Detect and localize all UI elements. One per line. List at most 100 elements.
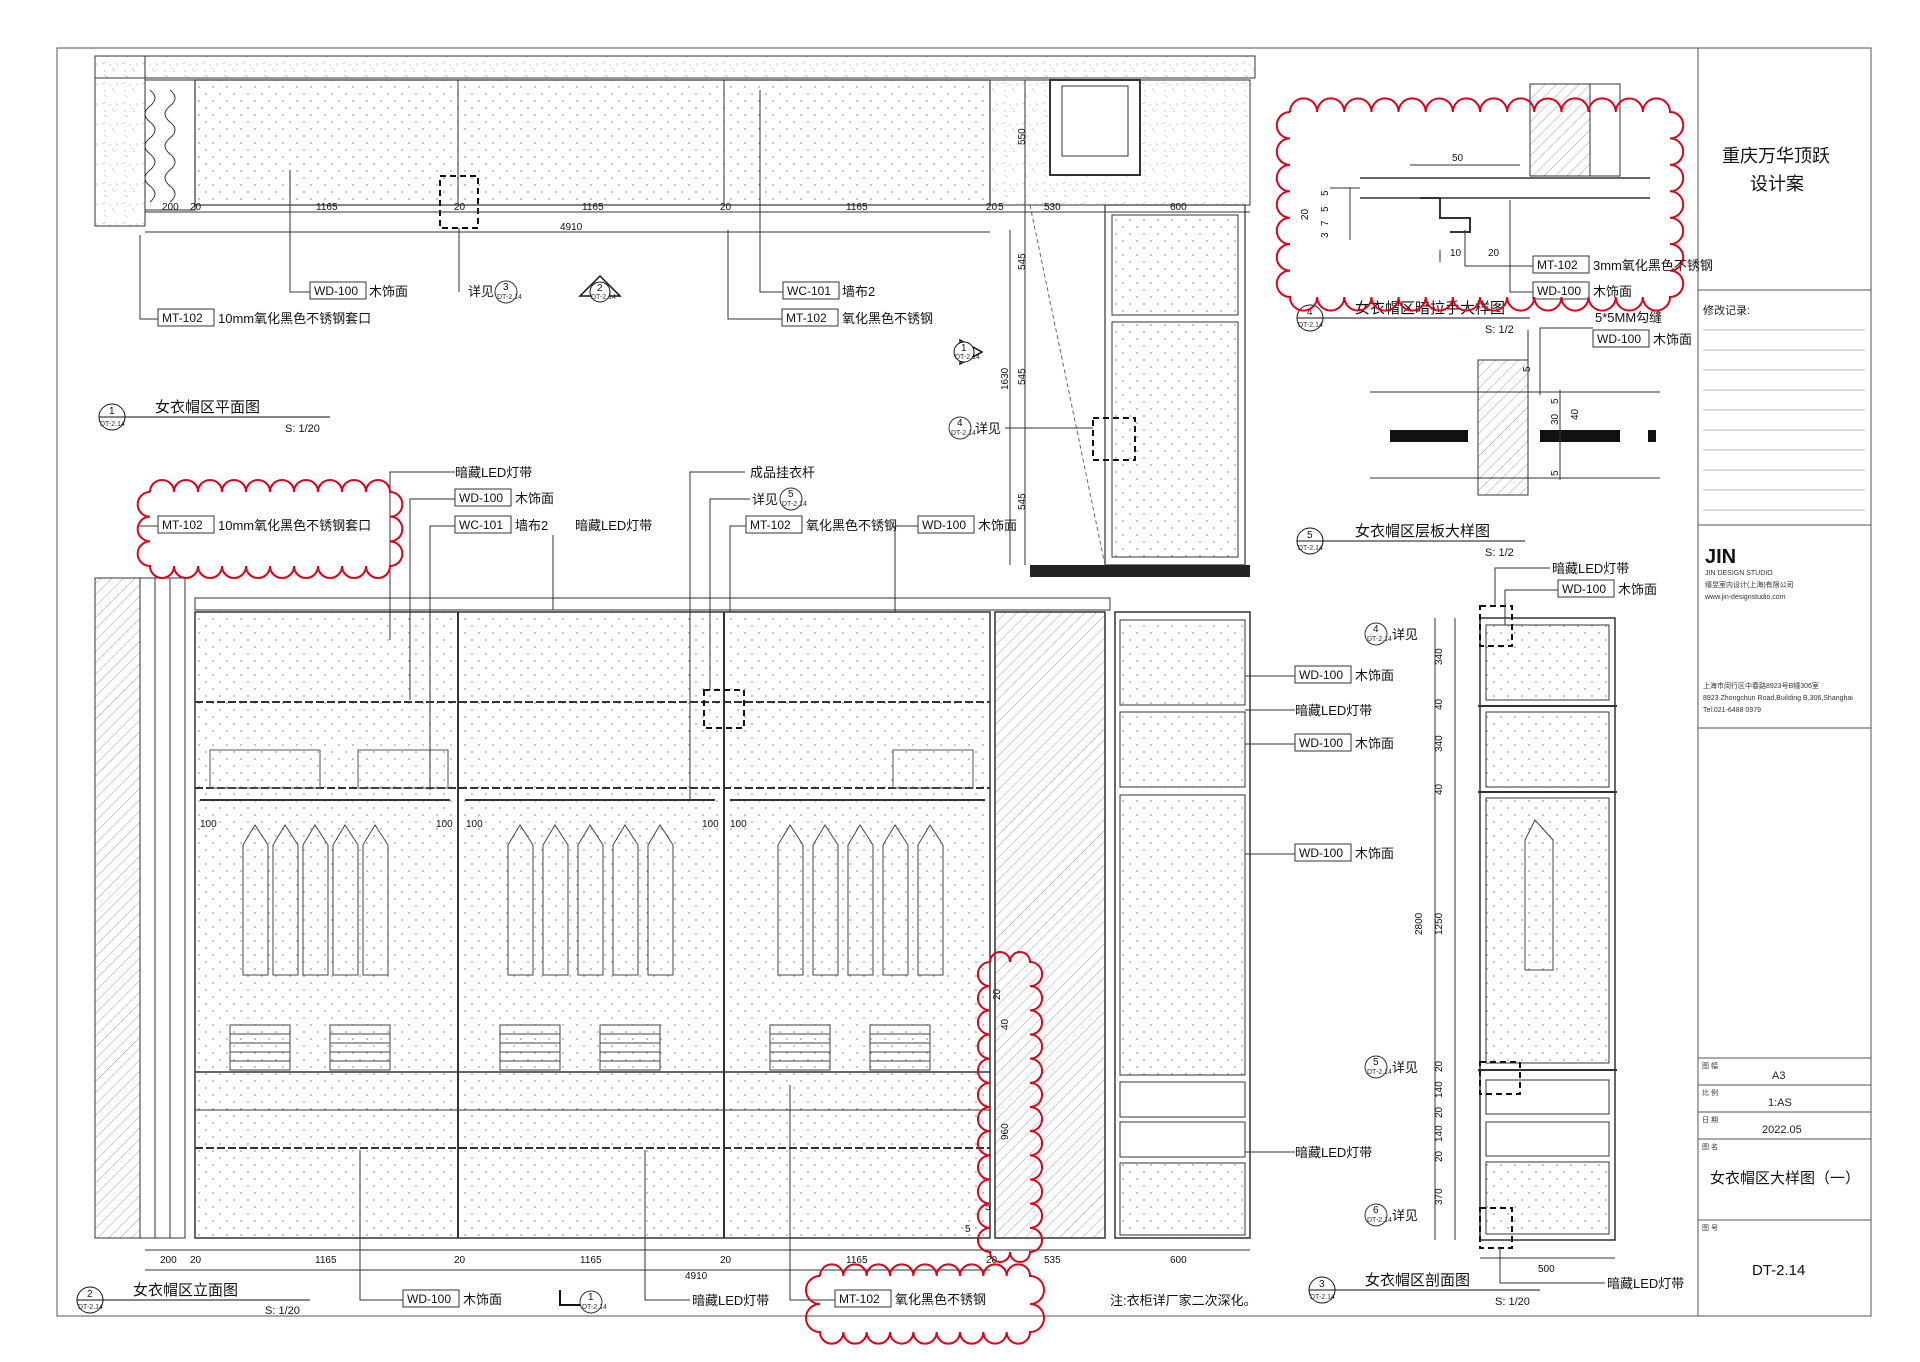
material-text: 木饰面 [1618, 582, 1657, 597]
revision-cloud-elevation-mt102 [136, 479, 404, 579]
plan-dim: 550 [1017, 128, 1028, 145]
elev-dim: 20 [720, 1255, 732, 1266]
project-subtitle: 设计案 [1750, 174, 1804, 194]
elev-dim: 100 [730, 819, 747, 830]
detail-dim: 5 [1550, 470, 1561, 476]
detail-dim: 50 [1452, 153, 1464, 164]
note-text: 注:衣柜详厂家二次深化。 [1110, 1293, 1257, 1308]
view-ref: DT-2.14 [1298, 545, 1323, 552]
elev-dim: 200 [160, 1255, 177, 1266]
material-text: 氧化黑色不锈钢 [842, 311, 933, 326]
elev-dim: 1165 [315, 1255, 337, 1266]
detail-dim: 20 [1300, 208, 1311, 220]
material-tag: MT-102 [1537, 258, 1578, 272]
view-title: 女衣帽区立面图 [133, 1281, 238, 1299]
plan-dim: 20 [190, 202, 202, 213]
plan-dim: 600 [1170, 202, 1187, 213]
elevation-view [94, 577, 1251, 1271]
date-value: 2022.05 [1762, 1124, 1802, 1136]
section-dimensions: 340 40 340 40 2800 1250 20 140 20 140 20… [1414, 648, 1555, 1275]
material-text: 氧化黑色不锈钢 [895, 1292, 986, 1307]
detail-dim: 7 [1320, 220, 1331, 226]
see-label: 详见 [1392, 1208, 1418, 1223]
material-text: 墙布2 [515, 518, 548, 533]
detail-ref-num: 6 [1373, 1205, 1379, 1216]
sheet-border [56, 47, 1872, 1317]
pull-handle-detail: 50 20 5 5 7 3 10 20 MT-102 3mm氧化黑色不锈钢 WD… [1300, 83, 1713, 300]
address-cn: 上海市闵行区中春路8923号B幢306室 [1703, 681, 1819, 690]
material-tag: MT-102 [786, 311, 827, 325]
section-dim: 1250 [1434, 912, 1445, 935]
plan-dim: 20 [454, 202, 466, 213]
plan-dim: 545 [1017, 368, 1028, 385]
elev-dim: 20 [454, 1255, 466, 1266]
shelf-detail-title: 5 DT-2.14 女衣帽区层板大样图 S: 1/2 [1296, 522, 1525, 559]
elev-dim: 20 [986, 1255, 998, 1266]
material-tag: MT-102 [750, 518, 791, 532]
plan-dim-total: 4910 [560, 222, 583, 233]
detail-dim: 20 [1488, 248, 1500, 259]
rod-label: 成品挂衣杆 [750, 465, 815, 480]
plan-dim: 545 [1017, 253, 1028, 270]
section-dim: 20 [1434, 1150, 1445, 1162]
address-en: 8923 Zhongchun Road,Building B,306,Shang… [1703, 695, 1853, 702]
detail-ref-sheet: DT-2.14 [1367, 1217, 1392, 1224]
detail-dim: 5 [1550, 398, 1561, 404]
plan-dim: 20 [720, 202, 732, 213]
view-title: 女衣帽区层板大样图 [1355, 522, 1490, 540]
elevation-view-title: 2 DT-2.14 女衣帽区立面图 S: 1/20 [76, 1281, 310, 1317]
studio-url: www.jin-designstudio.com [1704, 594, 1786, 601]
view-ref: DT-2.14 [1310, 1294, 1335, 1301]
studio-logo: JIN [1705, 546, 1736, 568]
material-text: 木饰面 [369, 284, 408, 299]
material-text: 10mm氧化黑色不锈钢套口 [218, 518, 371, 533]
led-label: 暗藏LED灯带 [1295, 703, 1372, 718]
plan-dimensions: 200 20 1165 20 1165 20 1165 20 5 530 600… [162, 128, 1187, 510]
plan-dim: 1165 [846, 202, 868, 213]
material-tag: MT-102 [162, 311, 203, 325]
detail-ref-sheet: DT-2.14 [497, 294, 522, 301]
section-dim: 370 [1434, 1188, 1445, 1205]
view-num: 2 [87, 1289, 93, 1300]
revision-record-label: 修改记录: [1703, 303, 1750, 317]
drawing-name-label: 图 名 [1702, 1142, 1718, 1151]
elev-dim: 20 [190, 1255, 202, 1266]
detail-dim: 30 [1550, 413, 1561, 425]
detail-ref-num: 4 [957, 418, 963, 429]
material-tag: WD-100 [1299, 846, 1343, 860]
detail-ref-sheet: DT-2.14 [782, 501, 807, 508]
section-dim: 20 [1434, 1060, 1445, 1072]
elev-dim: 100 [466, 819, 483, 830]
title-block: 重庆万华顶跃 设计案 修改记录: JIN JIN DESIGN STUDIO 缙… [1698, 146, 1871, 1279]
studio-name-cn: 缙昱室内设计(上海)有限公司 [1705, 580, 1794, 589]
material-tag: WD-100 [1299, 736, 1343, 750]
led-label: 暗藏LED灯带 [692, 1293, 769, 1308]
revision-clouds [136, 97, 1685, 1345]
section-dim: 140 [1434, 1125, 1445, 1142]
view-scale: S: 1/20 [1495, 1296, 1530, 1308]
view-scale: S: 1/20 [285, 423, 320, 435]
studio-name: JIN DESIGN STUDIO [1705, 570, 1773, 577]
plan-dim: 1630 [1000, 367, 1011, 390]
detail-dim: 3 [1320, 232, 1331, 238]
elev-dim: 40 [1000, 1018, 1011, 1030]
elev-dim: 5 [985, 1202, 991, 1213]
section-marker-num: 1 [961, 343, 967, 354]
material-tag: WD-100 [1597, 332, 1641, 346]
section-marker-sheet: DT-2.14 [955, 354, 980, 361]
elevation-dimensions: 200 20 1165 20 1165 20 1165 20 535 600 4… [160, 819, 1187, 1282]
view-scale: S: 1/2 [1485, 547, 1514, 559]
size-label: 图 幅 [1702, 1061, 1718, 1070]
detail-dim: 5 [1320, 190, 1331, 196]
led-label: 暗藏LED灯带 [1295, 1145, 1372, 1160]
material-tag: WD-100 [314, 284, 358, 298]
view-scale: S: 1/20 [265, 1305, 300, 1317]
material-text: 木饰面 [1355, 668, 1394, 683]
material-text: 木饰面 [1593, 284, 1632, 299]
elev-dim: 1165 [580, 1255, 602, 1266]
section-marker-sheet: DT-2.14 [591, 294, 616, 301]
material-tag: WC-101 [459, 518, 503, 532]
plan-dim: 1165 [582, 202, 604, 213]
section-dim: 40 [1434, 698, 1445, 710]
